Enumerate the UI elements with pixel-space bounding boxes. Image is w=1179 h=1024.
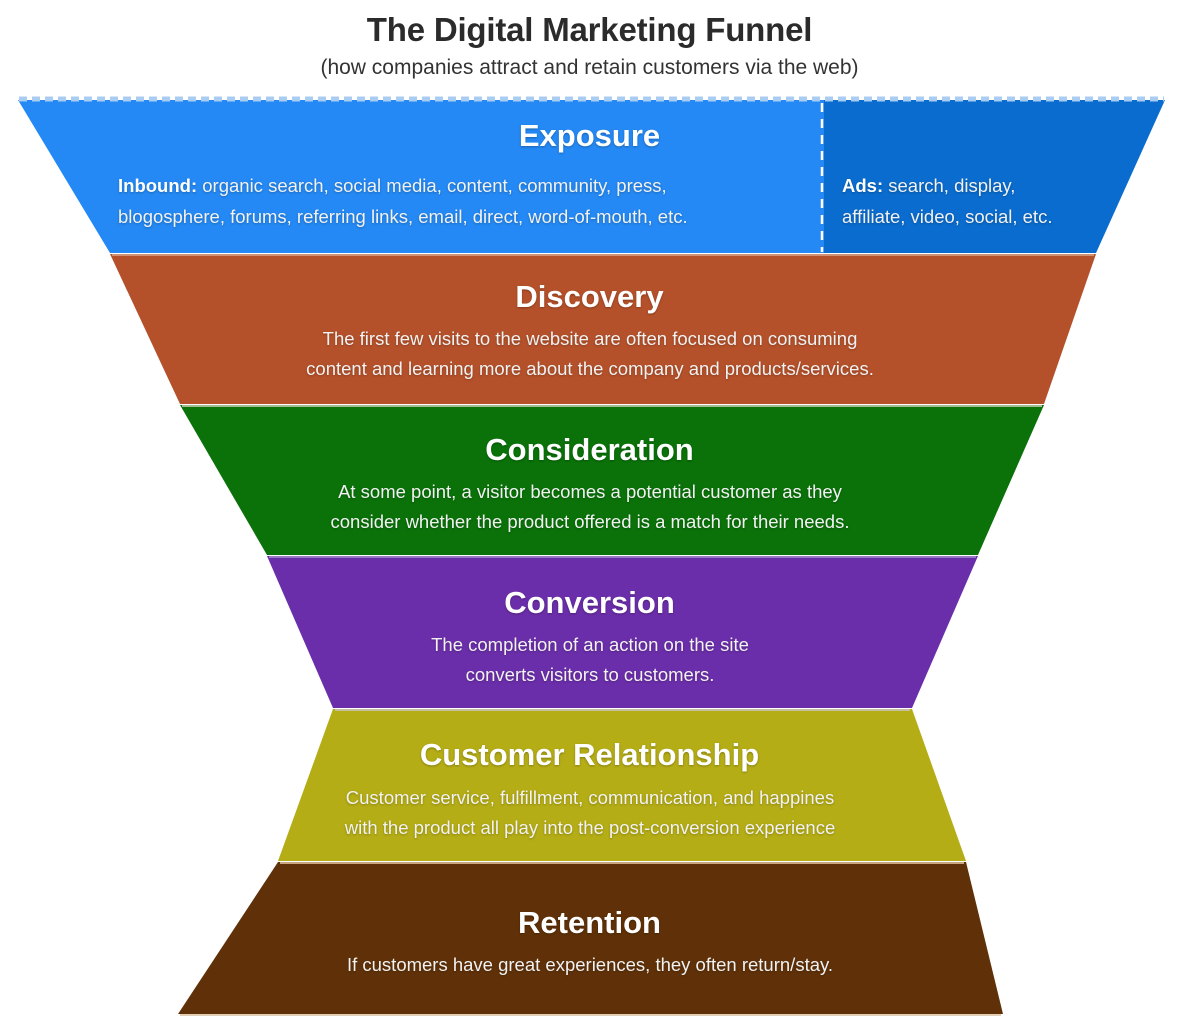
funnel-band-discovery[interactable] bbox=[110, 254, 1096, 404]
funnel-band-retention[interactable] bbox=[178, 862, 1003, 1014]
page-subtitle: (how companies attract and retain custom… bbox=[320, 56, 859, 79]
funnel-band-customer-relationship[interactable] bbox=[278, 709, 966, 861]
funnel-band-conversion[interactable] bbox=[267, 556, 978, 708]
funnel-band-consideration[interactable] bbox=[180, 405, 1044, 555]
funnel-band-exposure-ads[interactable] bbox=[824, 100, 1165, 253]
diagram-header: The Digital Marketing Funnel (how compan… bbox=[0, 0, 1179, 80]
page-title: The Digital Marketing Funnel bbox=[366, 11, 813, 48]
funnel-band-exposure-inbound[interactable] bbox=[18, 100, 824, 253]
